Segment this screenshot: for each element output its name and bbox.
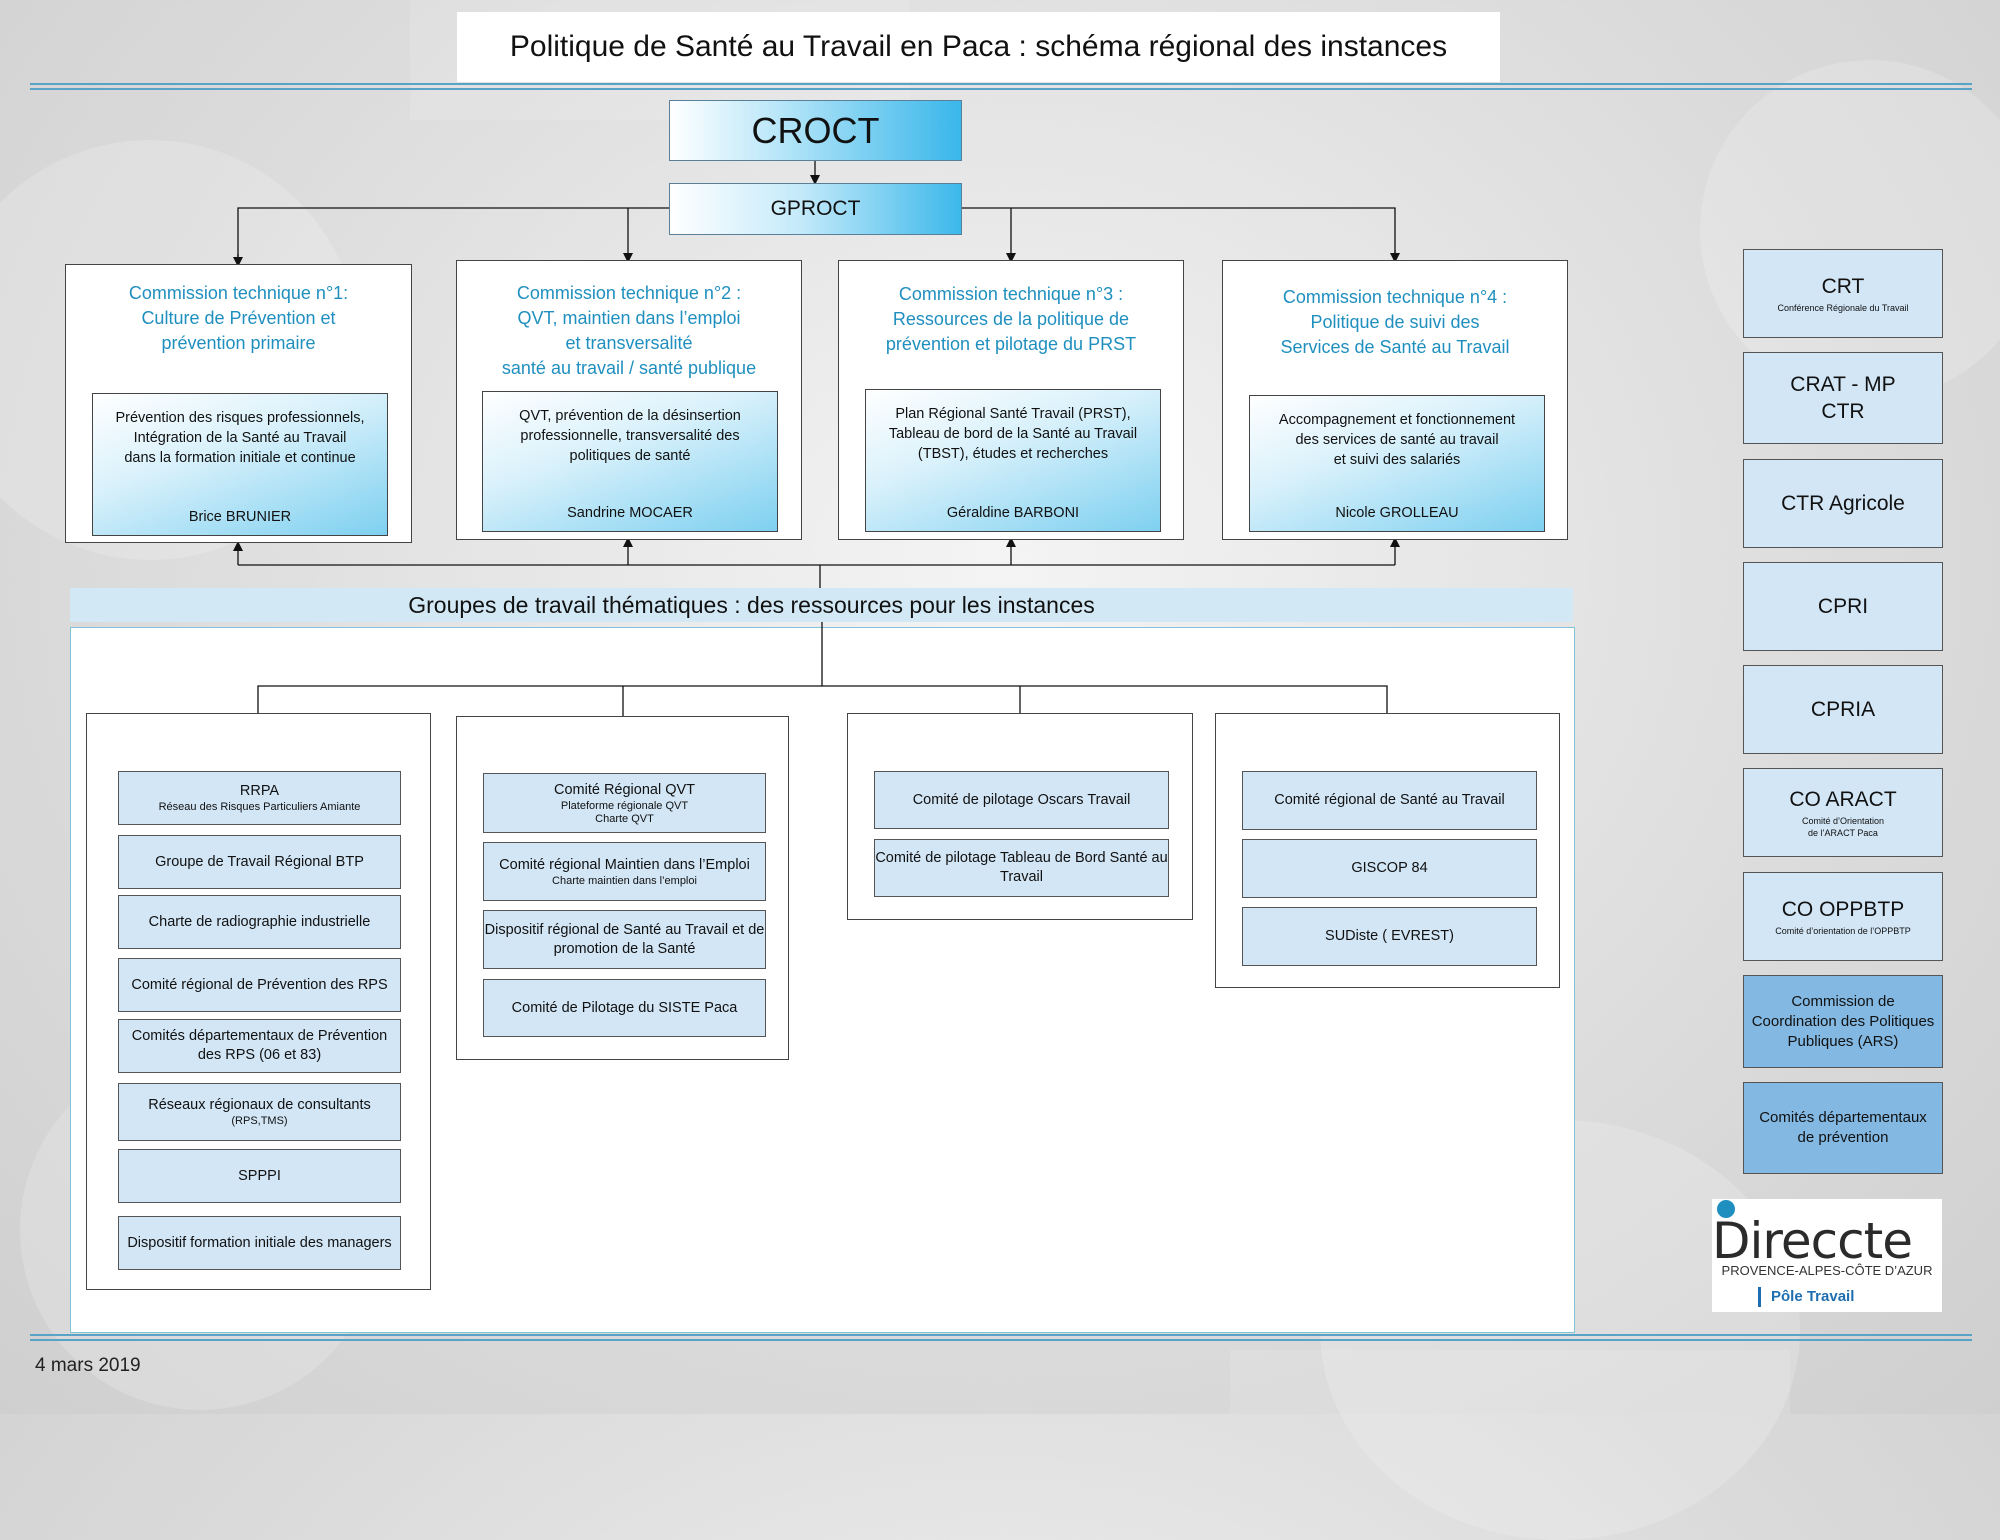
sidebar-co-oppbtp: CO OPPBTP Comité d’orientation de l’OPPB… xyxy=(1743,872,1943,961)
groupe-column-1: RRPA Réseau des Risques Particuliers Ami… xyxy=(86,713,431,1290)
commission-description: Plan Régional Santé Travail (PRST), Tabl… xyxy=(888,406,1138,462)
groupe-item: Comité régional de Prévention des RPS xyxy=(118,958,401,1012)
groupe-item: SPPPI xyxy=(118,1149,401,1203)
groupe-item: Réseaux régionaux de consultants (RPS,TM… xyxy=(118,1083,401,1141)
groupe-item: Charte de radiographie industrielle xyxy=(118,895,401,949)
logo-wordmark: Direccte xyxy=(1712,1212,1913,1270)
commission-lead: Géraldine BARBONI xyxy=(946,505,1080,521)
groupes-title: Groupes de travail thématiques : des res… xyxy=(70,588,1573,622)
connector-lines xyxy=(233,161,1400,588)
groupe-item: RRPA Réseau des Risques Particuliers Ami… xyxy=(118,771,401,825)
groupe-item: SUDiste ( EVREST) xyxy=(1242,907,1537,966)
logo-pole: Pôle Travail xyxy=(1758,1287,1854,1307)
groupe-item: Comité de pilotage Oscars Travail xyxy=(874,771,1169,829)
commission-description: QVT, prévention de la désinsertion profe… xyxy=(519,408,741,464)
sidebar-cpria: CPRIA xyxy=(1743,665,1943,754)
groupe-column-4: Comité régional de Santé au Travail GISC… xyxy=(1215,713,1560,988)
commission-detail: QVT, prévention de la désinsertion profe… xyxy=(482,391,778,532)
background-circle xyxy=(1700,60,2000,400)
commission-detail: Prévention des risques professionnels, I… xyxy=(92,393,388,536)
sidebar-comites-departementaux: Comités départementaux de prévention xyxy=(1743,1082,1943,1174)
commission-title: Commission technique n°4 : Politique de … xyxy=(1280,287,1510,357)
sidebar-ctr-agricole: CTR Agricole xyxy=(1743,459,1943,548)
commission-1: Commission technique n°1: Culture de Pré… xyxy=(65,264,412,543)
gproct-box: GPROCT xyxy=(669,183,962,235)
groupe-item: Dispositif régional de Santé au Travail … xyxy=(483,910,766,969)
commission-4: Commission technique n°4 : Politique de … xyxy=(1222,260,1568,540)
background-rect xyxy=(1230,1350,1790,1414)
groupe-item: Comité régional de Santé au Travail xyxy=(1242,771,1537,830)
sidebar-co-aract: CO ARACT Comité d’Orientation de l’ARACT… xyxy=(1743,768,1943,857)
title-divider xyxy=(30,88,1972,90)
groupes-connectors xyxy=(257,622,1388,716)
direccte-logo: Direccte PROVENCE-ALPES-CÔTE D’AZUR Pôle… xyxy=(1712,1199,1942,1312)
commission-2: Commission technique n°2 : QVT, maintien… xyxy=(456,260,802,540)
groupe-item: GISCOP 84 xyxy=(1242,839,1537,898)
commission-title: Commission technique n°1: Culture de Pré… xyxy=(128,283,349,353)
sidebar-crat-mp: CRAT - MP CTR xyxy=(1743,352,1943,444)
croct-box: CROCT xyxy=(669,100,962,161)
commission-lead: Nicole GROLLEAU xyxy=(1335,505,1459,521)
footer-divider xyxy=(30,1339,1972,1341)
commission-description: Prévention des risques professionnels, I… xyxy=(115,410,365,466)
groupe-item: Comité de pilotage Tableau de Bord Santé… xyxy=(874,839,1169,897)
logo-region: PROVENCE-ALPES-CÔTE D’AZUR xyxy=(1721,1263,1933,1278)
footer-date: 4 mars 2019 xyxy=(35,1355,141,1376)
commission-lead: Sandrine MOCAER xyxy=(567,505,693,521)
commission-description: Accompagnement et fonctionnement des ser… xyxy=(1278,412,1516,468)
commission-title: Commission technique n°2 : QVT, maintien… xyxy=(501,283,757,378)
groupe-item: Dispositif formation initiale des manage… xyxy=(118,1216,401,1270)
groupe-item: Comité de Pilotage du SISTE Paca xyxy=(483,979,766,1037)
groupe-column-3: Comité de pilotage Oscars Travail Comité… xyxy=(847,713,1193,920)
groupe-item: Comité Régional QVT Plateforme régionale… xyxy=(483,773,766,833)
logo-dot-icon xyxy=(1717,1200,1735,1218)
footer-divider xyxy=(30,1334,1972,1336)
sidebar-crt: CRT Conférence Régionale du Travail xyxy=(1743,249,1943,338)
commission-detail: Plan Régional Santé Travail (PRST), Tabl… xyxy=(865,389,1161,532)
commission-detail: Accompagnement et fonctionnement des ser… xyxy=(1249,395,1545,532)
title-divider xyxy=(30,83,1972,85)
commission-lead: Brice BRUNIER xyxy=(188,509,292,525)
groupe-item: Groupe de Travail Régional BTP xyxy=(118,835,401,889)
sidebar-cpri: CPRI xyxy=(1743,562,1943,651)
groupe-item: Comité régional Maintien dans l’Emploi C… xyxy=(483,842,766,901)
groupe-item: Comités départementaux de Prévention des… xyxy=(118,1019,401,1073)
commission-3: Commission technique n°3 : Ressources de… xyxy=(838,260,1184,540)
page-title: Politique de Santé au Travail en Paca : … xyxy=(457,12,1500,82)
groupe-column-2: Comité Régional QVT Plateforme régionale… xyxy=(456,716,789,1060)
sidebar-commission-coordination: Commission de Coordination des Politique… xyxy=(1743,975,1943,1068)
commission-title: Commission technique n°3 : Ressources de… xyxy=(885,284,1137,354)
